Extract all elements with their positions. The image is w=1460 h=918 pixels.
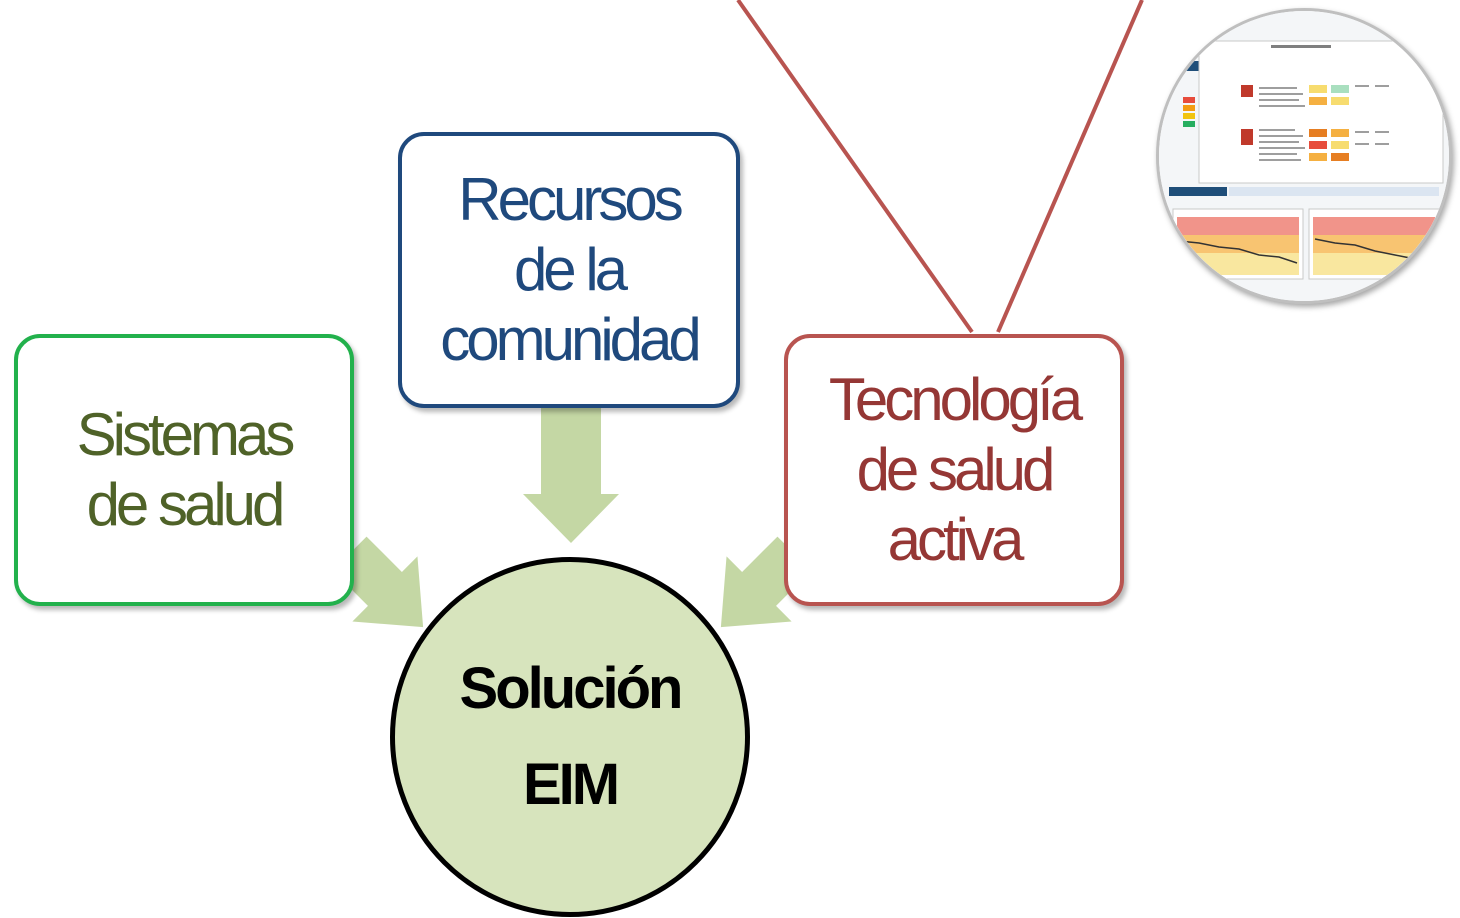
box-sistemas-de-salud: Sistemas de salud [14, 334, 354, 606]
center-label-line: Solución [459, 656, 684, 721]
center-circle-solucion-eim: Solución EIM [390, 557, 750, 917]
box-label-line: comunidad [440, 306, 702, 373]
box-label-line: Recursos [458, 166, 683, 233]
box-label-line: Tecnología [828, 366, 1083, 433]
box-label-line: de la [513, 236, 628, 303]
box-recursos-de-la-comunidad: Recursos de la comunidad [398, 132, 740, 408]
callout-line-left [736, 0, 974, 334]
callout-line-right [996, 0, 1144, 333]
box-label-line: de salud [86, 471, 286, 538]
box-tecnologia-de-salud-activa: Tecnología de salud activa [784, 334, 1124, 606]
arrow-down [523, 405, 619, 543]
dashboard-thumbnail-graphic [1159, 11, 1449, 301]
box-label-line: Sistemas [76, 401, 296, 468]
arrow-diagonal-left [332, 536, 424, 628]
center-label-line: EIM [522, 752, 620, 817]
box-label-line: activa [887, 506, 1025, 573]
box-label-line: de salud [856, 436, 1056, 503]
dashboard-screenshot-image [1156, 8, 1452, 304]
